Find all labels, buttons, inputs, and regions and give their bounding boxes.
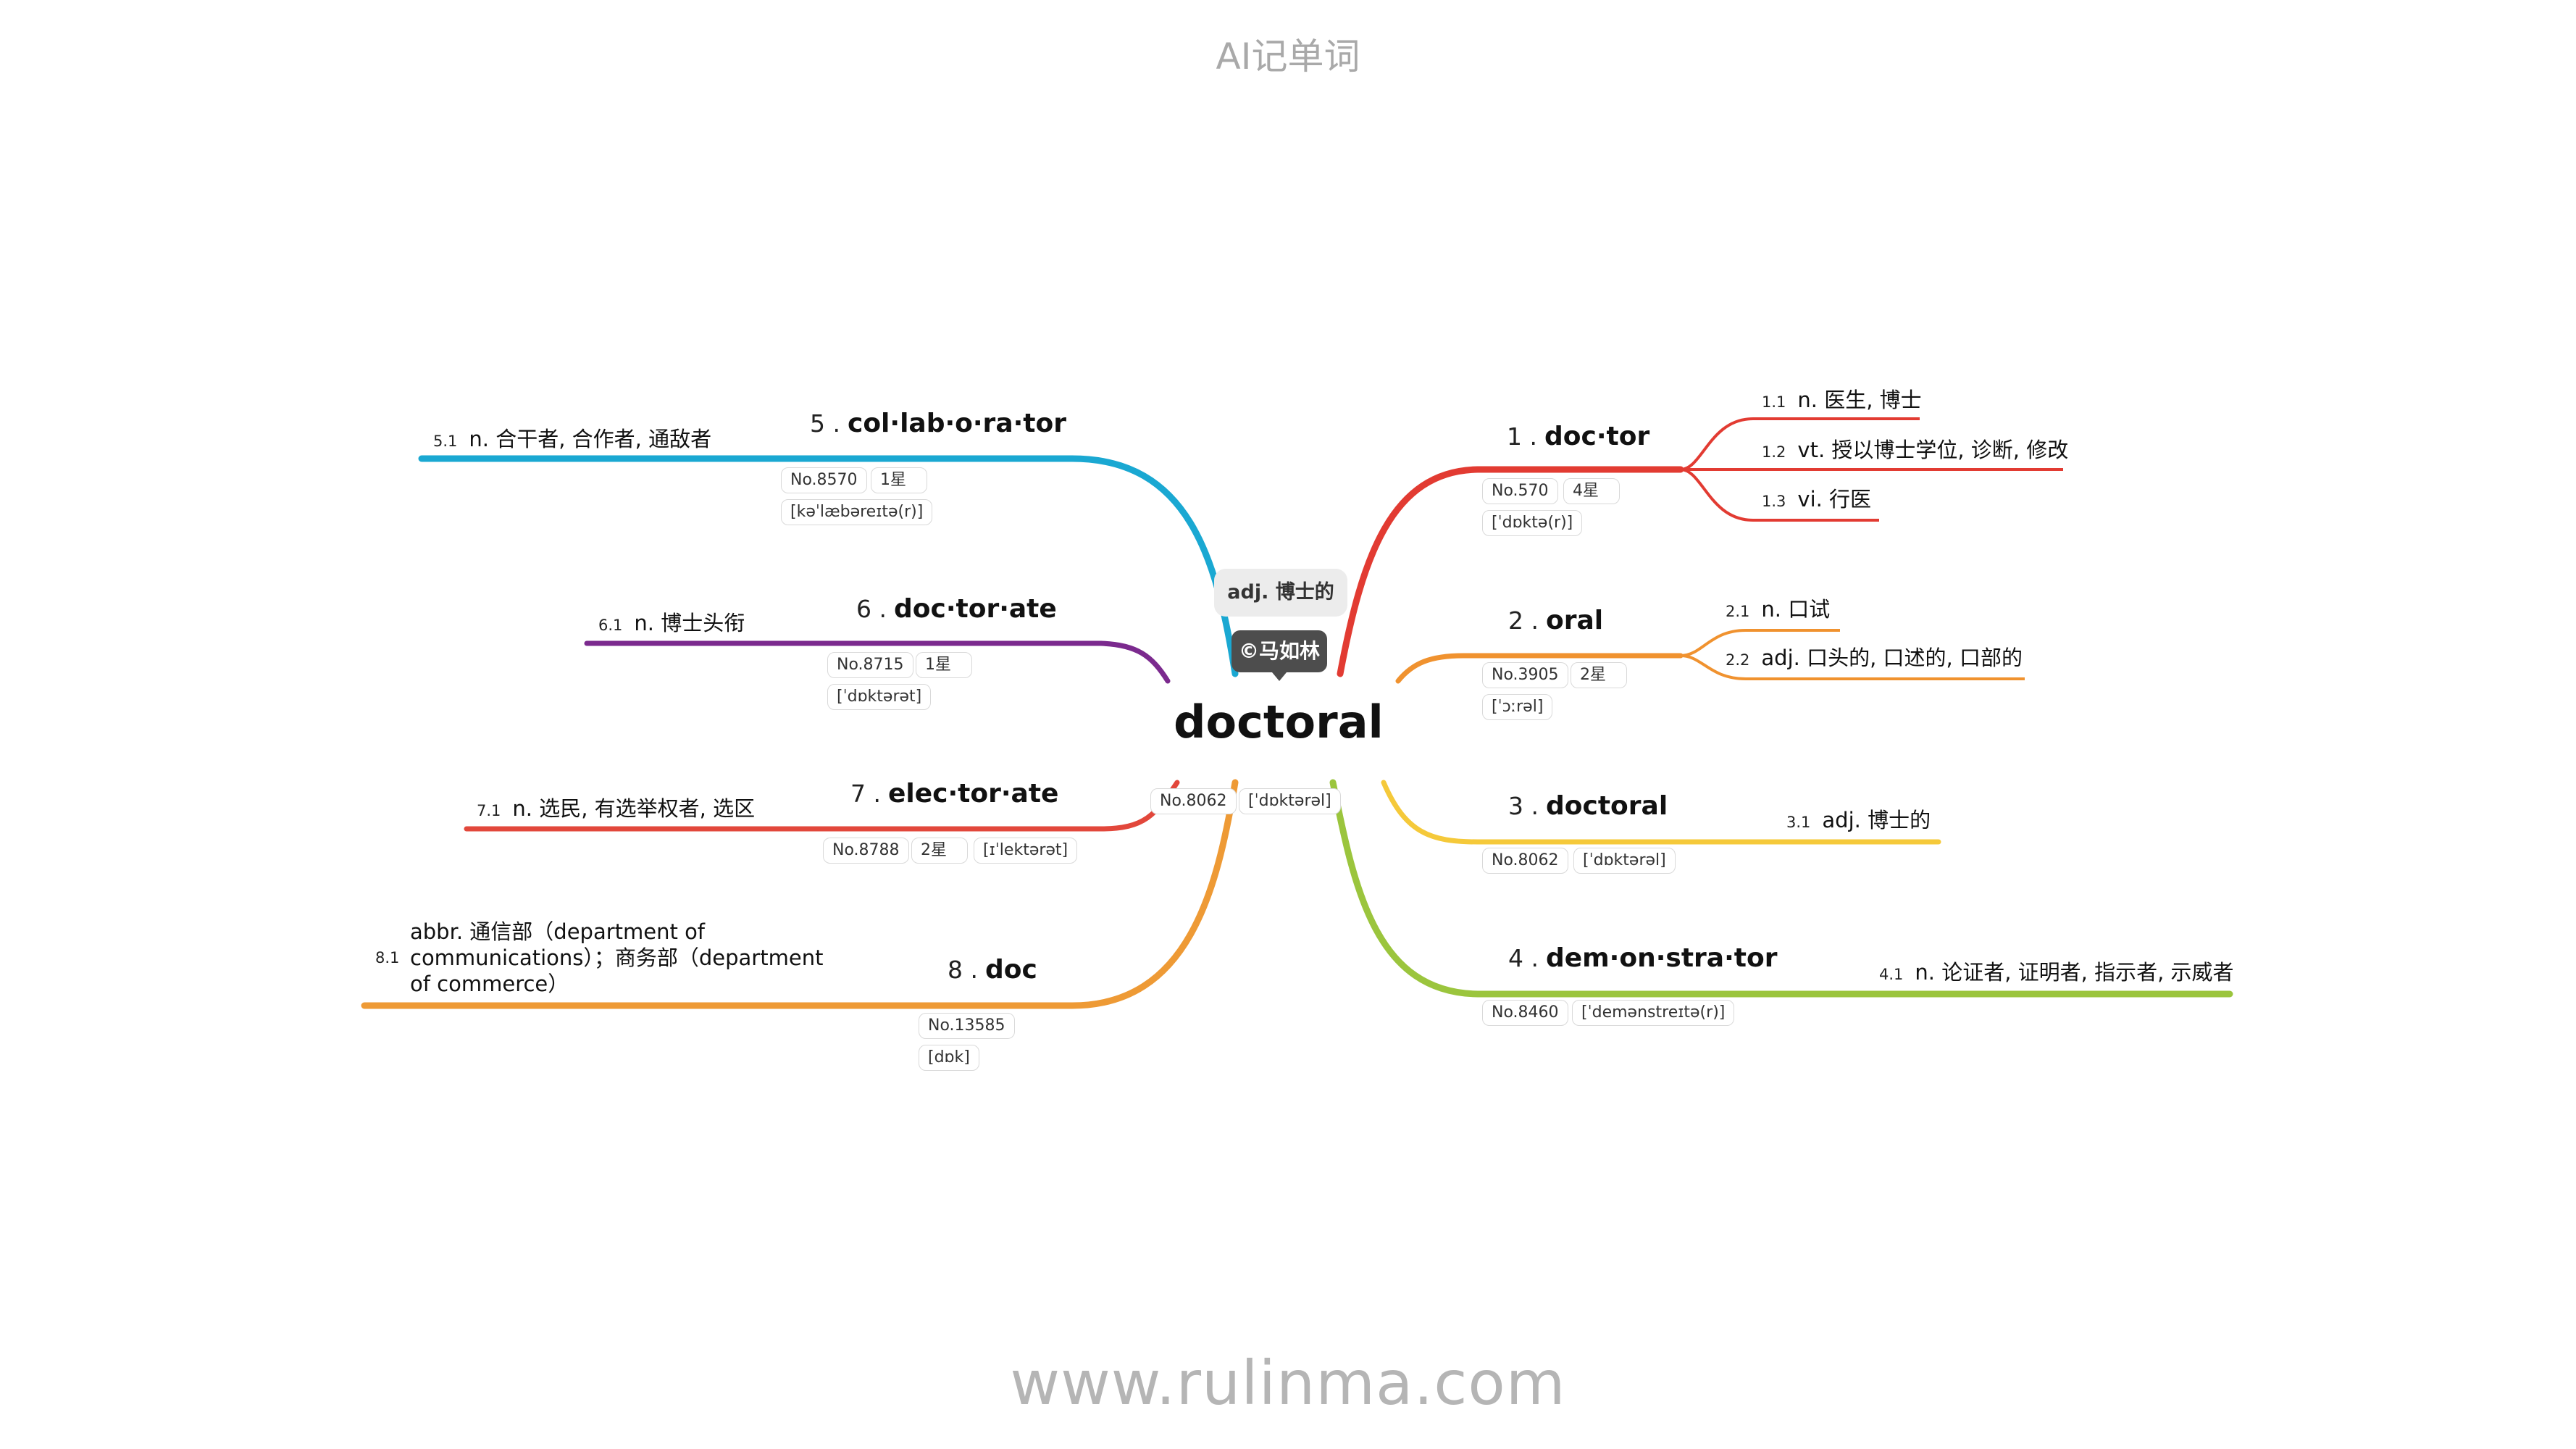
node-5-rank-chip: No.8570 [781, 467, 867, 493]
node-2-word: oral [1545, 606, 1604, 635]
node-7-rank-chip: No.8788 [823, 838, 909, 864]
node-1-stars-chip: 4星 [1563, 478, 1620, 504]
node-5-number: 5 . [810, 409, 840, 438]
node-1[interactable]: 1 .doc·tor [1507, 419, 1649, 455]
node-6-word: doc·tor·ate [893, 594, 1057, 624]
node-5[interactable]: 5 .col·lab·o·ra·tor [810, 406, 1066, 442]
node-2-stars-chip: 2星 [1571, 662, 1627, 688]
node-4[interactable]: 4 .dem·on·stra·tor [1508, 940, 1777, 977]
node-2-number: 2 . [1508, 606, 1539, 635]
branch-8 [361, 779, 1239, 1009]
author-badge: ©马如林 [1231, 630, 1327, 681]
node-4-word: dem·on·stra·tor [1545, 943, 1778, 973]
node-7-number: 7 . [850, 780, 881, 808]
node-2-phonetic-chip: [ˈɔːrəl] [1482, 694, 1553, 720]
node-4-phonetic-chip: [ˈdemənstreɪtə(r)] [1572, 1000, 1735, 1026]
branch-1 [1337, 466, 1684, 677]
branch-2-def-1 [1680, 629, 1840, 657]
node-2[interactable]: 2 .oral [1508, 603, 1603, 639]
branch-1-def-1 [1680, 417, 1920, 471]
node-3-number: 3 . [1508, 792, 1539, 820]
branch-6 [584, 640, 1171, 684]
node-8[interactable]: 8 .doc [948, 952, 1037, 988]
center-tooltip: adj. 博士的 [1214, 569, 1347, 617]
center-phonetic-chip: [ˈdɒktərəl] [1239, 788, 1341, 814]
node-1-number: 1 . [1507, 422, 1537, 451]
node-6-rank-chip: No.8715 [827, 652, 913, 678]
branch-2 [1395, 653, 1684, 684]
node-3-phonetic-chip: [ˈdɒktərəl] [1573, 848, 1676, 874]
node-4-rank-chip: No.8460 [1482, 1000, 1568, 1026]
node-7-phonetic-chip: [ɪˈlektərət] [974, 838, 1078, 864]
app-title: AI记单词 [1216, 36, 1360, 78]
node-3-rank-chip: No.8062 [1482, 848, 1568, 874]
branch-5 [418, 455, 1239, 677]
node-5-phonetic-chip: [kəˈlæbəreɪtə(r)] [781, 499, 933, 525]
node-5-stars-chip: 1星 [871, 467, 927, 493]
node-2-rank-chip: No.3905 [1482, 662, 1568, 688]
node-8-def-1: abbr. 通信部（department of communications）；… [410, 919, 824, 996]
node-8-number: 8 . [948, 956, 978, 984]
node-6-phonetic-chip: [ˈdɒktərət] [827, 684, 932, 710]
node-6[interactable]: 6 .doc·tor·ate [856, 591, 1057, 627]
node-7-stars-chip: 2星 [911, 838, 968, 864]
node-5-word: col·lab·o·ra·tor [847, 409, 1066, 438]
node-8-phonetic-chip: [dɒk] [919, 1045, 979, 1071]
center-rank-chip: No.8062 [1150, 788, 1237, 814]
node-6-number: 6 . [856, 595, 887, 623]
branch-4 [1329, 779, 2233, 998]
node-8-def-1-number: 8.1 [375, 949, 400, 966]
node-4-number: 4 . [1508, 944, 1539, 972]
node-7[interactable]: 7 .elec·tor·ate [850, 776, 1058, 812]
node-7-word: elec·tor·ate [887, 779, 1059, 809]
branch-3 [1381, 780, 1941, 845]
branch-2-def-2 [1680, 654, 2025, 680]
center-word[interactable]: doctoral [1174, 696, 1384, 748]
node-3-word: doctoral [1545, 791, 1668, 821]
node-8-rank-chip: No.13585 [919, 1013, 1015, 1039]
node-1-word: doc·tor [1544, 422, 1650, 451]
node-6-stars-chip: 1星 [916, 652, 972, 678]
node-8-word: doc [984, 955, 1037, 985]
branch-1-def-3 [1680, 468, 1879, 522]
node-1-rank-chip: No.570 [1482, 478, 1558, 504]
node-1-phonetic-chip: [ˈdɒktə(r)] [1482, 510, 1583, 536]
footer-site[interactable]: www.rulinma.com [1010, 1348, 1566, 1419]
node-3[interactable]: 3 .doctoral [1508, 788, 1668, 824]
